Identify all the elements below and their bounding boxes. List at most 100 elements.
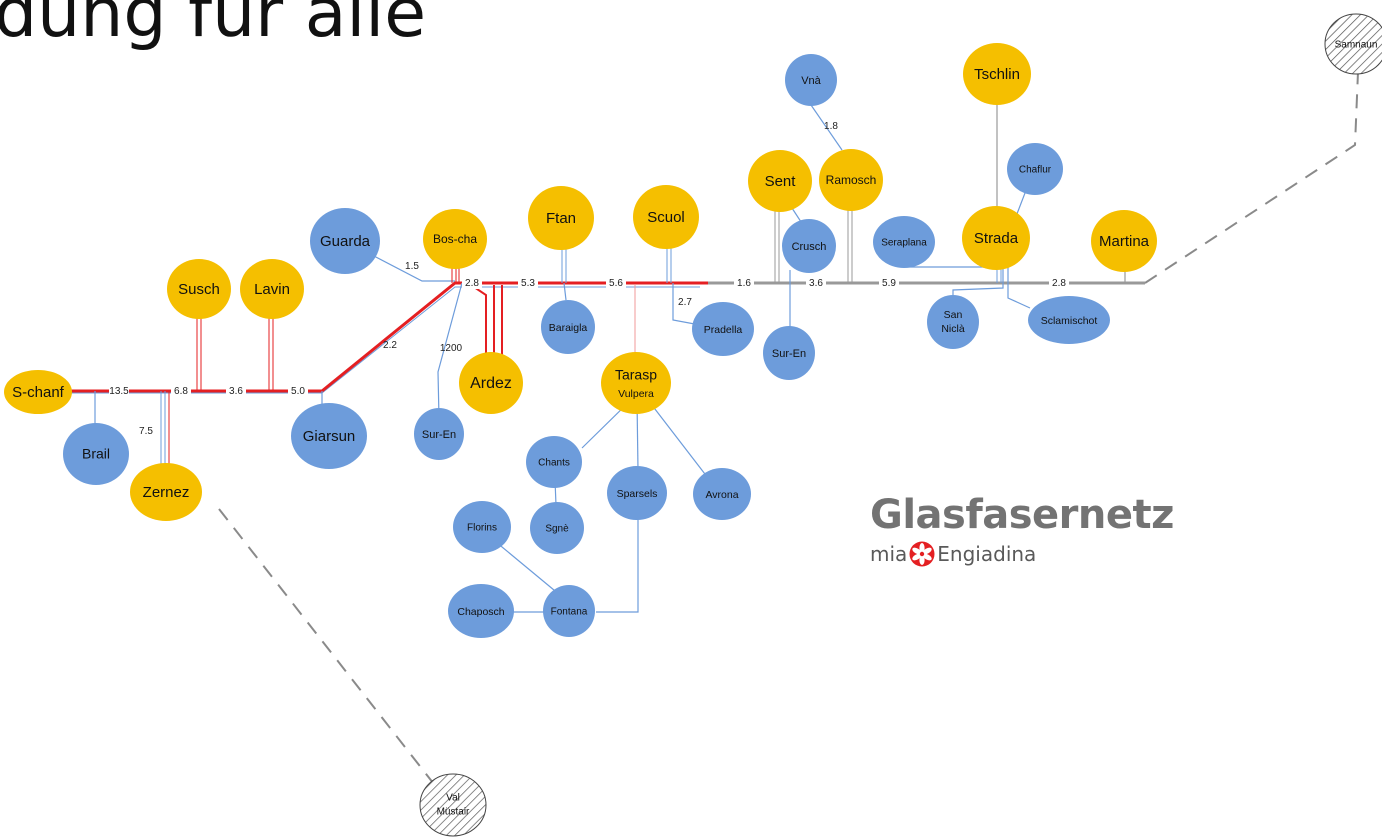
node-strada: Strada: [962, 206, 1030, 270]
distance-label: 1.5: [405, 261, 419, 272]
node-shape: [530, 502, 584, 554]
node-shape: [692, 302, 754, 356]
distance-label-bg: [171, 385, 191, 397]
node-shape: [785, 54, 837, 106]
connection-line: [810, 104, 843, 151]
node-ardez: Ardez: [459, 352, 523, 414]
trunk-fiber: [70, 281, 708, 393]
node-chaposch: Chaposch: [448, 584, 514, 638]
node-samnaun: Samnaun: [1324, 13, 1382, 75]
node-label: Tarasp: [615, 367, 657, 383]
node-martina: Martina: [1091, 210, 1157, 272]
node-shape: [963, 43, 1031, 105]
connection-lines: [70, 71, 1359, 789]
node-baraigla: Baraigla: [541, 300, 595, 354]
node-label: Niclà: [941, 323, 964, 335]
brand-logo: Glasfasernetz mia Engiadina: [870, 495, 1174, 567]
node-label: Sparsels: [617, 488, 658, 500]
node-guarda: Guarda: [310, 208, 380, 274]
node-label: Sur-En: [772, 348, 806, 360]
distance-label: 2.2: [383, 340, 397, 351]
distance-label-bg: [462, 277, 482, 289]
node-label: Bos-cha: [433, 232, 477, 246]
node-pradella: Pradella: [692, 302, 754, 356]
distance-label-bg: [606, 277, 626, 289]
node-giarsun: Giarsun: [291, 403, 367, 469]
node-shape: [130, 463, 202, 521]
node-label: Zernez: [143, 484, 190, 501]
distance-label: 3.6: [229, 386, 243, 397]
node-brail: Brail: [63, 423, 129, 485]
node-shape: [63, 423, 129, 485]
node-label: Sent: [765, 173, 797, 190]
distance-label-bg: [109, 385, 129, 397]
node-shape: [419, 773, 487, 837]
node-label: Lavin: [254, 281, 290, 298]
node-florins: Florins: [453, 501, 511, 553]
distance-label-bg: [806, 277, 826, 289]
star-flower-icon: [909, 541, 935, 567]
node-shape: [167, 259, 231, 319]
node-shape: [748, 150, 812, 212]
dashed-link-val-mustair: [218, 508, 438, 789]
node-label: Guarda: [320, 233, 371, 250]
node-shape: [543, 585, 595, 637]
node-label: Tschlin: [974, 66, 1020, 83]
brand-title: Glasfasernetz: [870, 492, 1174, 538]
node-label: Ardez: [470, 375, 512, 392]
distance-label-bg: [518, 277, 538, 289]
node-label: Florins: [467, 523, 497, 534]
node-label: Chants: [538, 458, 570, 469]
node-shape: [782, 219, 836, 273]
node-ramosch: Ramosch: [819, 149, 883, 211]
node-shape: [693, 468, 751, 520]
distance-label: 1.8: [824, 121, 838, 132]
brand-subline: mia Engiadina: [870, 541, 1174, 567]
node-label: Chaflur: [1019, 165, 1052, 176]
node-label: Avrona: [705, 489, 738, 501]
node-shape: [4, 370, 72, 414]
brand-suffix: Engiadina: [937, 542, 1037, 566]
node-chants: Chants: [526, 436, 582, 488]
node-shape: [528, 186, 594, 250]
node-sparsels: Sparsels: [607, 466, 667, 520]
node-label: Sgnè: [545, 524, 569, 535]
node-shape: [607, 466, 667, 520]
node-shape: [291, 403, 367, 469]
node-seraplana: Seraplana: [873, 216, 935, 268]
node-zernez: Zernez: [130, 463, 202, 521]
node-shape: [1007, 143, 1063, 195]
dashed-link-samnaun: [1144, 71, 1359, 284]
node-label: Fontana: [551, 607, 588, 618]
distance-label-bg: [879, 277, 899, 289]
distance-label: 7.5: [139, 426, 153, 437]
distance-label: 5.6: [609, 278, 623, 289]
node-label: Crusch: [792, 241, 827, 253]
node-shape: [962, 206, 1030, 270]
distance-label: 5.0: [291, 386, 305, 397]
brand-prefix: mia: [870, 542, 908, 566]
distance-label-bg: [1049, 277, 1069, 289]
node-shape: [1324, 13, 1382, 75]
node-shape: [448, 584, 514, 638]
node-label: Ftan: [546, 210, 576, 227]
node-shape: [526, 436, 582, 488]
node-label: Sclamischot: [1041, 315, 1098, 327]
node-label: Scuol: [647, 209, 685, 226]
node-shape: [601, 352, 671, 414]
node-shape: [310, 208, 380, 274]
node-shape: [819, 149, 883, 211]
node-label: Ramosch: [826, 173, 877, 187]
node-shape: [633, 185, 699, 249]
distance-label: 13.5: [109, 386, 129, 397]
connection-line: [563, 282, 567, 301]
node-suren1: Sur-En: [414, 408, 464, 460]
node-label: Vnà: [801, 75, 821, 87]
node-fontana: Fontana: [543, 585, 595, 637]
node-boscha: Bos-cha: [423, 209, 487, 269]
node-schanf: S-chanf: [4, 370, 72, 414]
node-shape: [1091, 210, 1157, 272]
